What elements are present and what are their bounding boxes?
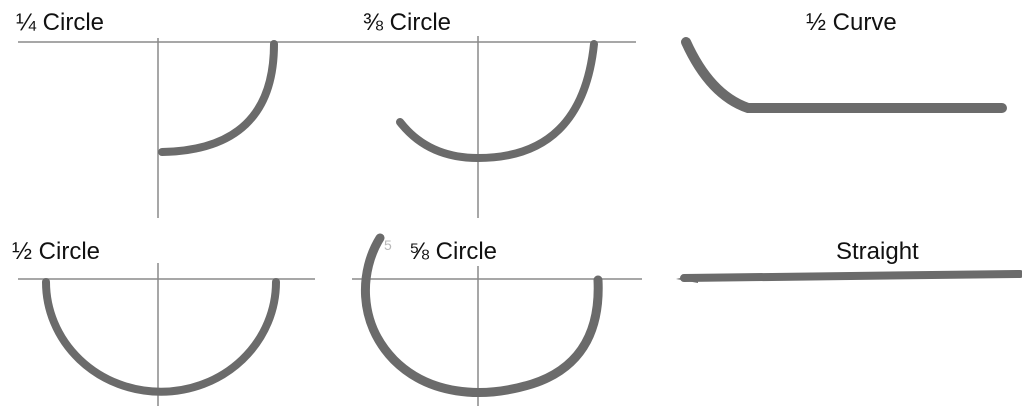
scan-artifact-text: 5 — [384, 237, 392, 253]
half-curve-label: ½ Curve — [806, 9, 897, 36]
half-circle-needle — [42, 278, 280, 396]
three-eighths-circle-label: ⅜ Circle — [363, 9, 451, 36]
three-eighths-circle-needle — [396, 40, 598, 163]
half-curve-needle — [681, 37, 1007, 113]
half-circle-label: ½ Circle — [12, 238, 100, 265]
straight-label: Straight — [836, 238, 919, 265]
quarter-circle-label: ¼ Circle — [16, 9, 104, 36]
straight-needle-tip — [676, 274, 698, 283]
quarter-circle-needle — [158, 40, 278, 156]
five-eighths-circle-needle — [361, 233, 603, 397]
straight-needle — [680, 270, 1022, 282]
five-eighths-circle-label: ⅝ Circle — [409, 238, 497, 265]
